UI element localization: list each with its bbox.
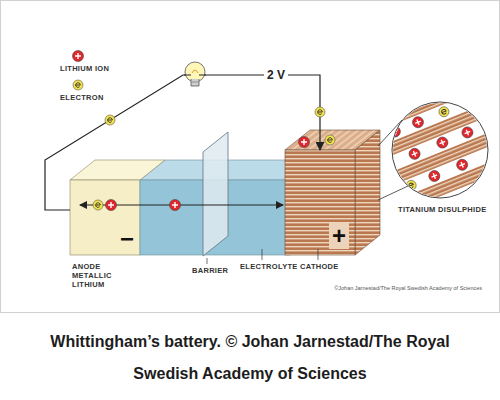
electron-sample	[73, 80, 83, 90]
voltage-label: 2 V	[264, 68, 288, 82]
barrier-label: BARRIER	[192, 266, 228, 275]
circuit-wire	[45, 75, 320, 210]
anode-block: −	[70, 180, 140, 255]
copyright-note: ©Johan Jarnestad/The Royal Swedish Acade…	[334, 284, 482, 293]
cathode-block: +	[285, 150, 355, 255]
ion-sample	[73, 51, 84, 62]
polarity-sign: +	[329, 223, 349, 249]
light-bulb	[184, 62, 206, 86]
material-label: TITANIUM DISULPHIDE	[398, 205, 486, 214]
figure-caption: Whittingham’s battery. © Johan Jarnestad…	[18, 326, 482, 390]
cathode-label: CATHODE	[300, 262, 339, 271]
polarity-sign: −	[120, 227, 134, 251]
legend-text: ELECTRON	[60, 93, 104, 102]
electrolyte-label: ELECTROLYTE	[240, 262, 298, 271]
anode-label: ANODE METALLIC LITHIUM	[72, 262, 116, 289]
legend-text: LITHIUM ION	[60, 64, 109, 73]
